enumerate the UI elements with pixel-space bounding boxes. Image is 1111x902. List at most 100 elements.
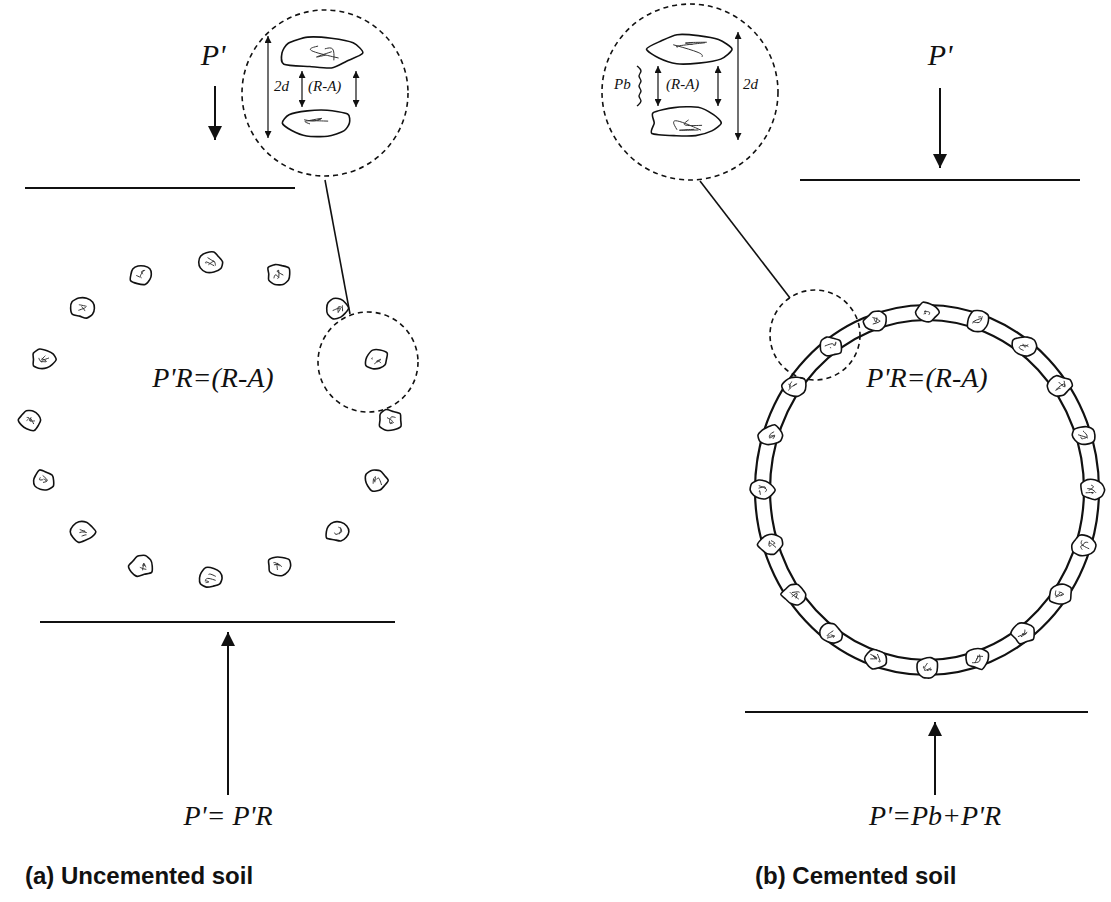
grain-texture — [333, 308, 341, 312]
grain-texture — [1056, 384, 1065, 390]
panel-caption: (a) Uncemented soil — [25, 862, 253, 890]
grain-texture — [79, 305, 87, 307]
grain-texture — [274, 562, 279, 564]
soil-grain — [33, 349, 56, 369]
soil-grain — [18, 411, 40, 431]
soil-grain — [199, 252, 223, 273]
dimension-arrow — [267, 36, 268, 138]
load-symbol: P' — [201, 38, 226, 73]
panel-caption: (b) Cemented soil — [755, 862, 956, 890]
soil-grain — [200, 567, 223, 587]
soil-grain — [1081, 479, 1105, 499]
grain-texture — [205, 578, 215, 581]
grain-texture — [1087, 489, 1096, 493]
grain-texture — [141, 270, 145, 274]
grain-texture — [759, 491, 760, 495]
soil-grain — [966, 649, 988, 670]
soil-grain — [863, 311, 886, 331]
dimension-label: Pb — [614, 76, 631, 93]
soil-grain — [916, 302, 940, 322]
grain-texture — [43, 475, 48, 482]
grain-texture — [873, 656, 877, 659]
grain-texture — [830, 347, 831, 349]
grain-texture — [82, 535, 87, 536]
grain-texture — [373, 479, 375, 484]
soil-grain — [750, 480, 775, 499]
dimension-arrow — [355, 71, 356, 107]
grain-texture — [1083, 431, 1087, 439]
grain-texture — [673, 45, 702, 57]
grain-texture — [770, 435, 775, 438]
soil-grain — [129, 555, 153, 576]
grain-texture — [825, 344, 834, 346]
grain-texture — [325, 48, 334, 60]
dimension-arrow — [717, 66, 718, 106]
grain-texture — [274, 275, 279, 278]
soil-grain — [758, 425, 783, 445]
grain-texture — [143, 564, 146, 568]
load-arrow — [214, 86, 216, 140]
soil-grain — [651, 107, 721, 136]
grain-texture — [924, 668, 930, 671]
detail-circle — [770, 290, 860, 380]
grain-texture — [790, 592, 799, 599]
grain-ring — [750, 302, 1104, 678]
grain-texture — [923, 663, 927, 668]
soil-grain — [268, 265, 290, 285]
loading-plate — [745, 711, 1088, 713]
grain-texture — [873, 320, 880, 324]
reaction-arrow — [934, 722, 936, 795]
grain-texture — [973, 316, 982, 322]
grain-texture — [769, 432, 774, 438]
grain-texture — [29, 417, 34, 421]
soil-grain — [327, 298, 349, 319]
soil-grain — [1049, 584, 1071, 604]
force-equation: P'=Pb+P'R — [869, 800, 1001, 832]
soil-grain — [1012, 337, 1037, 356]
grain-texture — [80, 529, 85, 531]
grain-texture — [1086, 492, 1094, 493]
grain-texture — [870, 654, 877, 659]
grain-texture — [377, 359, 381, 361]
grain-texture — [338, 307, 342, 313]
grain-texture — [371, 358, 373, 360]
loading-plate — [40, 621, 395, 623]
grain-texture — [1081, 540, 1089, 548]
loading-plate — [25, 187, 295, 189]
soil-grain — [366, 350, 388, 369]
grain-texture — [41, 358, 47, 361]
grain-texture — [872, 317, 880, 321]
soil-grain — [1047, 376, 1072, 396]
grain-texture — [39, 477, 43, 480]
grain-texture — [877, 654, 880, 662]
grain-texture — [684, 120, 702, 126]
soil-grain — [865, 650, 887, 669]
bond-spring — [637, 66, 641, 106]
dimension-arrow — [657, 66, 658, 106]
soil-grain — [757, 534, 782, 554]
dimension-label: 2d — [743, 76, 758, 93]
grain-texture — [1022, 632, 1027, 635]
soil-grain — [967, 311, 988, 332]
soil-grain — [282, 110, 349, 137]
grain-texture — [831, 635, 835, 636]
grain-texture — [1019, 346, 1023, 350]
grain-texture — [338, 527, 340, 534]
grain-texture — [78, 307, 86, 310]
soil-grain — [820, 337, 841, 356]
grain-texture — [1081, 437, 1083, 439]
force-equation: P'R=(R-A) — [866, 362, 987, 394]
soil-grain — [71, 298, 95, 318]
grain-texture — [1018, 630, 1025, 637]
grain-texture — [277, 271, 283, 275]
dimension-arrow — [301, 71, 302, 107]
dimension-label: (R-A) — [666, 76, 699, 93]
grain-texture — [827, 636, 834, 638]
grain-texture — [978, 316, 980, 317]
loading-plate — [800, 179, 1080, 181]
grain-texture — [1055, 591, 1060, 596]
grain-texture — [1056, 592, 1063, 597]
grain-texture — [792, 384, 797, 387]
leader-line — [700, 181, 790, 298]
grain-texture — [206, 581, 209, 583]
